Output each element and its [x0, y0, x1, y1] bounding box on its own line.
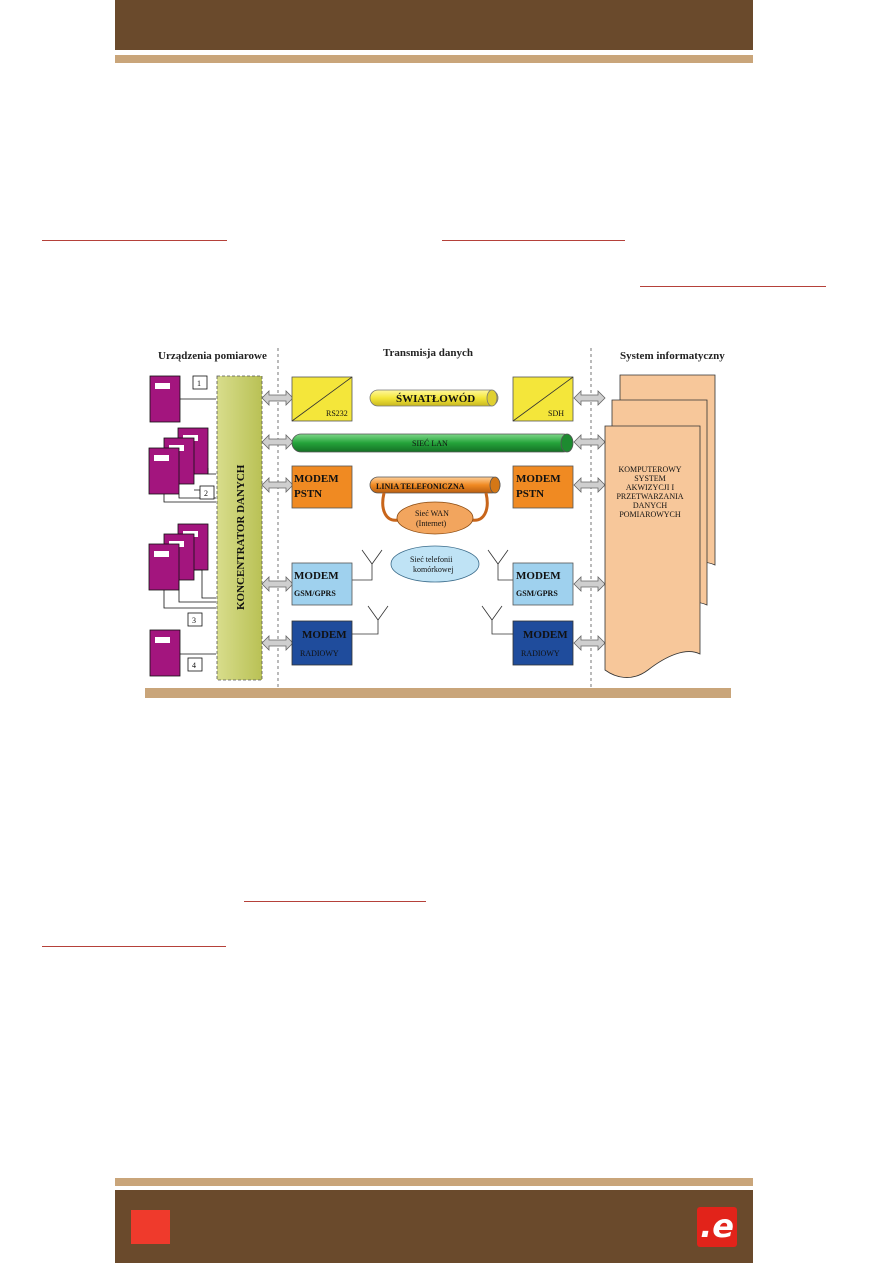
antenna-radio-left — [352, 605, 389, 635]
svg-text:RADIOWY: RADIOWY — [300, 649, 339, 658]
wan-cloud: Sieć WAN (Internet) — [396, 501, 474, 535]
meter-device-3a — [148, 543, 180, 591]
modem-gsm-right: MODEM GSM/GPRS — [512, 562, 574, 606]
arrow-pstn-right — [573, 477, 606, 493]
svg-text:KOMPUTEROWY: KOMPUTEROWY — [618, 465, 681, 474]
svg-text:GSM/GPRS: GSM/GPRS — [516, 589, 558, 598]
svg-text:1: 1 — [197, 379, 201, 388]
header-system: System informatyczny — [620, 350, 725, 362]
svg-text:DANYCH: DANYCH — [633, 501, 667, 510]
phone-line-link: LINIA TELEFONICZNA — [369, 476, 501, 494]
underline-link-2[interactable] — [442, 240, 625, 241]
antenna-gsm-left — [352, 549, 383, 581]
tag-2: 2 — [199, 485, 215, 500]
underline-link-5[interactable] — [42, 946, 226, 947]
svg-text:PSTN: PSTN — [294, 488, 322, 500]
wire-2 — [207, 468, 216, 475]
footer-bar — [115, 1190, 753, 1263]
svg-text:Sieć telefonii: Sieć telefonii — [410, 555, 453, 564]
computer-system: KOMPUTEROWY SYSTEM AKWIZYCJI I PRZETWARZ… — [604, 374, 716, 678]
wire-3-bus — [163, 569, 216, 609]
tag-3: 3 — [187, 612, 203, 627]
svg-text:SDH: SDH — [548, 409, 564, 418]
tag-4: 4 — [187, 657, 203, 672]
svg-text:MODEM: MODEM — [523, 629, 568, 641]
lan-link: SIEĆ LAN — [291, 433, 574, 453]
meter-device-4 — [149, 629, 181, 677]
fiber-link: ŚWIATŁOWÓD — [369, 389, 499, 407]
meter-device-1 — [149, 375, 181, 423]
svg-text:(Internet): (Internet) — [416, 519, 447, 528]
svg-text:ŚWIATŁOWÓD: ŚWIATŁOWÓD — [396, 393, 475, 405]
svg-text:MODEM: MODEM — [516, 473, 561, 485]
underline-link-4[interactable] — [244, 901, 426, 902]
svg-text:MODEM: MODEM — [294, 473, 339, 485]
antenna-radio-right — [481, 605, 513, 635]
arrow-radio-left — [261, 635, 294, 651]
header-devices: Urządzenia pomiarowe — [158, 350, 267, 362]
modem-radio-right: MODEM RADIOWY — [512, 620, 574, 666]
e-logo[interactable]: .e — [697, 1207, 737, 1247]
arrow-fiber-right — [573, 390, 606, 406]
svg-text:Sieć WAN: Sieć WAN — [415, 509, 449, 518]
svg-text:SIEĆ LAN: SIEĆ LAN — [412, 438, 448, 448]
underline-link-1[interactable] — [42, 240, 227, 241]
arrow-gsm-right — [573, 576, 606, 592]
cellular-cloud: Sieć telefonii komórkowej — [390, 545, 480, 583]
wan-connector — [381, 492, 489, 522]
modem-radio-left: MODEM RADIOWY — [291, 620, 353, 666]
svg-text:LINIA TELEFONICZNA: LINIA TELEFONICZNA — [376, 482, 465, 491]
svg-text:PSTN: PSTN — [516, 488, 544, 500]
converter-rs232: RS232 — [291, 376, 353, 422]
concentrator-label: KONCENTRATOR DANYCH — [235, 464, 247, 610]
arrow-pstn-left — [261, 477, 294, 493]
svg-text:MODEM: MODEM — [294, 570, 339, 582]
figure-base-stripe — [145, 688, 731, 698]
arrow-lan-left — [261, 434, 294, 450]
data-concentrator — [216, 375, 263, 681]
modem-pstn-right: MODEM PSTN — [512, 465, 574, 509]
tag-1: 1 — [192, 375, 208, 390]
svg-text:GSM/GPRS: GSM/GPRS — [294, 589, 336, 598]
modem-gsm-left: MODEM GSM/GPRS — [291, 562, 353, 606]
converter-sdh: SDH — [512, 376, 574, 422]
arrow-lan-right — [573, 434, 606, 450]
antenna-gsm-right — [487, 549, 513, 581]
svg-text:komórkowej: komórkowej — [413, 565, 453, 574]
svg-text:AKWIZYCJI I: AKWIZYCJI I — [626, 483, 675, 492]
meter-device-2a — [148, 447, 180, 495]
svg-text:3: 3 — [192, 616, 196, 625]
arrow-radio-right — [573, 635, 606, 651]
header-stripe — [115, 55, 753, 63]
arrow-fiber-left — [261, 390, 294, 406]
header-bar — [115, 0, 753, 50]
page-marker — [131, 1210, 170, 1244]
svg-text:2: 2 — [204, 489, 208, 498]
svg-text:PRZETWARZANIA: PRZETWARZANIA — [616, 492, 683, 501]
header-transmission: Transmisja danych — [383, 347, 473, 359]
footer-stripe — [115, 1178, 753, 1186]
svg-text:RS232: RS232 — [326, 409, 348, 418]
svg-text:SYSTEM: SYSTEM — [634, 474, 666, 483]
svg-text:MODEM: MODEM — [516, 570, 561, 582]
underline-link-3[interactable] — [640, 286, 826, 287]
modem-pstn-left: MODEM PSTN — [291, 465, 353, 509]
svg-text:POMIAROWYCH: POMIAROWYCH — [619, 510, 681, 519]
arrow-gsm-left — [261, 576, 294, 592]
svg-text:4: 4 — [192, 661, 196, 670]
svg-text:RADIOWY: RADIOWY — [521, 649, 560, 658]
svg-text:MODEM: MODEM — [302, 629, 347, 641]
data-transmission-diagram: Urządzenia pomiarowe Transmisja danych S… — [148, 347, 725, 688]
